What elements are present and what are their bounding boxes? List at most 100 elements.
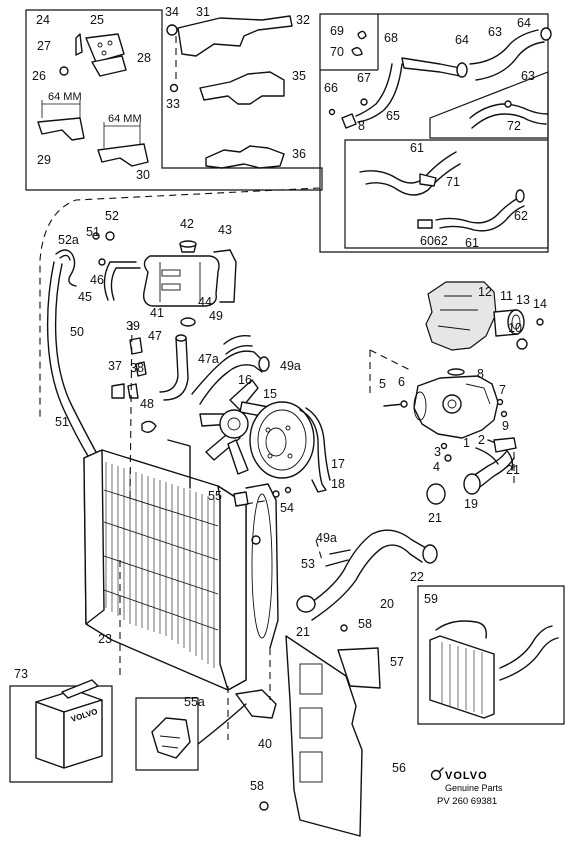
callout-42: 42	[180, 217, 194, 231]
footer-reference: PV 260 69381	[437, 796, 497, 807]
callout-28: 28	[137, 51, 151, 65]
callout-58: 58	[250, 779, 264, 793]
callout-35: 35	[292, 69, 306, 83]
callout-31: 31	[196, 5, 210, 19]
callout-64: 64	[455, 33, 469, 47]
callout-36: 36	[292, 147, 306, 161]
callout-6: 6	[398, 375, 405, 389]
inset-73-package	[9, 679, 113, 783]
dashed-connectors	[39, 187, 323, 740]
callout-49a: 49a	[316, 531, 337, 545]
callout-64: 64	[517, 16, 531, 30]
callout-8: 8	[358, 119, 365, 133]
callout-58: 58	[358, 617, 372, 631]
callout-26: 26	[32, 69, 46, 83]
callout-49: 49	[209, 309, 223, 323]
callout-38: 38	[130, 361, 144, 375]
callout-21: 21	[296, 625, 310, 639]
footer-tagline: Genuine Parts	[445, 783, 503, 793]
dimension-label: 64 MM	[48, 91, 82, 103]
callout-52a: 52a	[58, 233, 79, 247]
callout-72: 72	[507, 119, 521, 133]
callout-21: 21	[428, 511, 442, 525]
callout-19: 19	[464, 497, 478, 511]
callout-68: 68	[384, 31, 398, 45]
callout-20: 20	[380, 597, 394, 611]
callout-44: 44	[198, 295, 212, 309]
callout-63: 63	[488, 25, 502, 39]
callout-17: 17	[331, 457, 345, 471]
callout-37: 37	[108, 359, 122, 373]
callout-3: 3	[434, 445, 441, 459]
callout-27: 27	[37, 39, 51, 53]
callout-66: 66	[324, 81, 338, 95]
callout-71: 71	[446, 175, 460, 189]
dimension-label: 64 MM	[108, 113, 142, 125]
callout-30: 30	[136, 168, 150, 182]
callout-62: 62	[514, 209, 528, 223]
splash-shield	[197, 624, 381, 837]
callout-46: 46	[90, 273, 104, 287]
callout-59: 59	[424, 592, 438, 606]
callout-32: 32	[296, 13, 310, 27]
expansion-tank-assembly	[46, 231, 270, 457]
callout-29: 29	[37, 153, 51, 167]
callout-2: 2	[478, 433, 485, 447]
callout-23: 23	[98, 632, 112, 646]
callout-47a: 47a	[198, 352, 219, 366]
callout-55: 55	[208, 489, 222, 503]
callout-11: 11	[500, 289, 513, 303]
callout-50: 50	[70, 325, 84, 339]
footer-brand: VOLVO	[445, 770, 488, 782]
callout-70: 70	[330, 45, 344, 59]
callout-49a: 49a	[280, 359, 301, 373]
callout-13: 13	[516, 293, 530, 307]
callout-12: 12	[478, 285, 492, 299]
callout-56: 56	[392, 761, 406, 775]
callout-61: 61	[465, 236, 479, 250]
callout-61: 61	[410, 141, 424, 155]
callout-24: 24	[36, 13, 50, 27]
inset-55a-clip	[135, 697, 199, 771]
callout-40: 40	[258, 737, 272, 751]
callout-8: 8	[477, 367, 484, 381]
callout-73: 73	[14, 667, 28, 681]
water-pump-thermostat	[369, 281, 544, 505]
callout-47: 47	[148, 329, 162, 343]
callout-41: 41	[150, 306, 164, 320]
callout-51: 51	[86, 225, 100, 239]
callout-55a: 55a	[184, 695, 205, 709]
callout-57: 57	[390, 655, 404, 669]
callout-65: 65	[386, 109, 400, 123]
callout-5: 5	[379, 377, 386, 391]
callout-45: 45	[78, 290, 92, 304]
radiator	[83, 439, 292, 691]
fan-and-pulley	[199, 379, 331, 493]
callout-34: 34	[165, 5, 179, 19]
callout-18: 18	[331, 477, 345, 491]
callout-48: 48	[140, 397, 154, 411]
callout-52: 52	[105, 209, 119, 223]
callout-4: 4	[433, 460, 440, 474]
callout-69: 69	[330, 24, 344, 38]
callout-33: 33	[166, 97, 180, 111]
volvo-logo-mark	[430, 767, 444, 781]
callout-25: 25	[90, 13, 104, 27]
callout-6062: 6062	[420, 234, 448, 248]
callout-39: 39	[126, 319, 140, 333]
callout-7: 7	[499, 383, 506, 397]
inset-59-intercooler	[417, 585, 565, 725]
callout-10: 10	[508, 321, 522, 335]
callout-15: 15	[263, 387, 277, 401]
callout-1: 1	[463, 436, 470, 450]
callout-63: 63	[521, 69, 535, 83]
callout-14: 14	[533, 297, 547, 311]
callout-16: 16	[238, 373, 252, 387]
callout-22: 22	[410, 570, 424, 584]
callout-21: 21	[506, 463, 520, 477]
callout-43: 43	[218, 223, 232, 237]
callout-67: 67	[357, 71, 371, 85]
inset-mounting-brackets	[25, 9, 323, 191]
callout-9: 9	[502, 419, 509, 433]
